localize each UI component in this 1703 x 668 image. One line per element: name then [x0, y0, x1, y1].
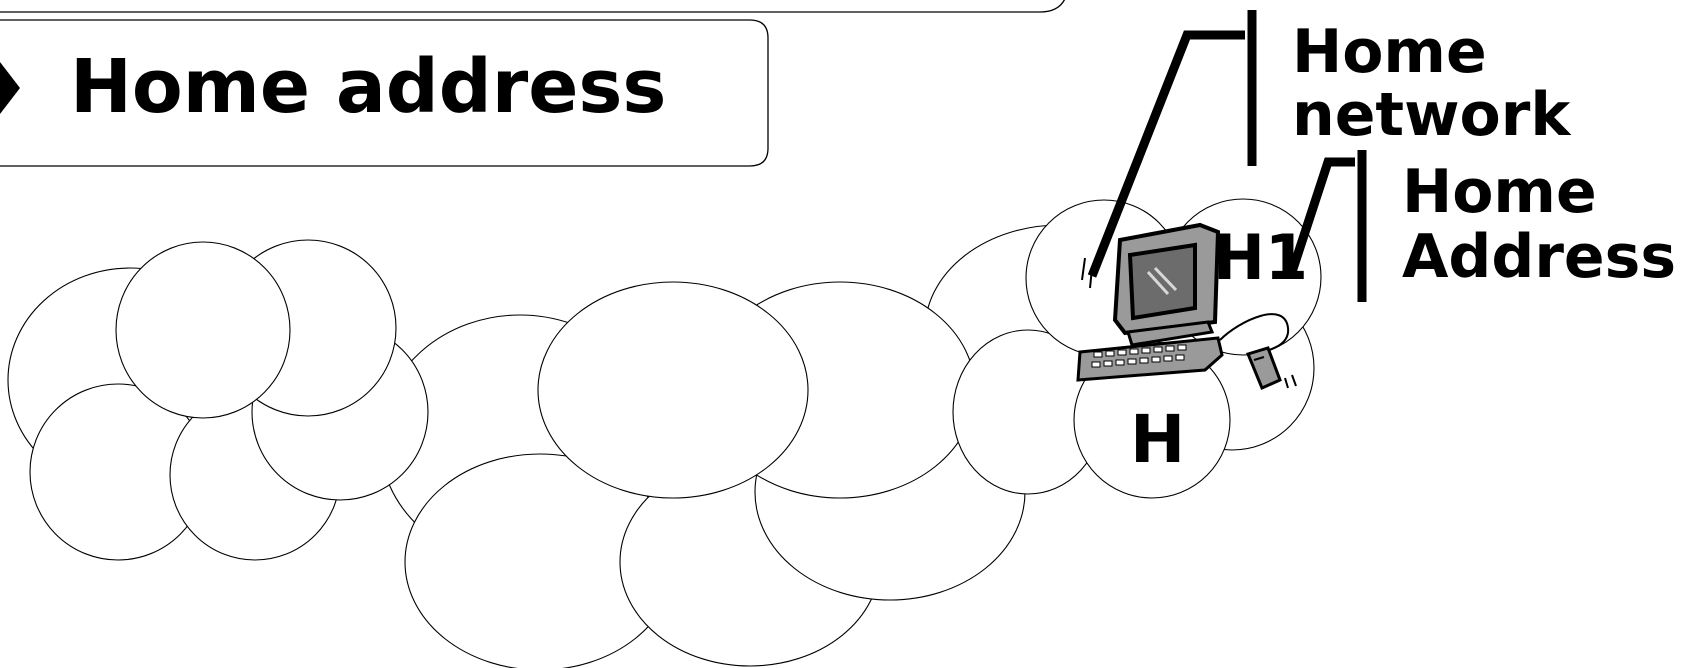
- h1-node-label: H1: [1213, 221, 1308, 294]
- top-partial-box: [0, 0, 1068, 12]
- home-address-label-line1: Home: [1402, 157, 1597, 227]
- bullet-text: Home address: [70, 44, 666, 130]
- home-address-label: Home Address: [1402, 157, 1676, 292]
- home-network-label-line1: Home: [1292, 17, 1487, 87]
- h-node-label: H: [1130, 401, 1185, 478]
- home-address-label-line2: Address: [1402, 222, 1676, 292]
- home-network-label-line2: network: [1292, 80, 1572, 150]
- home-network-label: Home network: [1292, 17, 1572, 150]
- bullet-box: Home address: [0, 20, 768, 166]
